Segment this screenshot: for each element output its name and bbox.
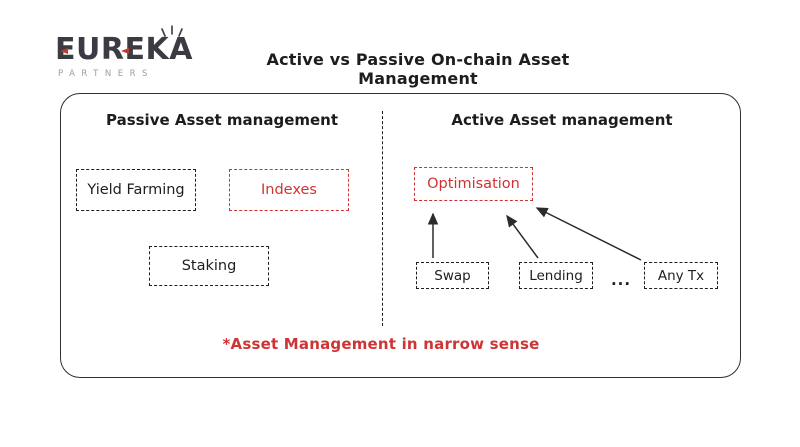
eureka-sparks-icon — [161, 25, 183, 37]
passive-panel-heading: Passive Asset management — [105, 111, 339, 129]
indexes-box: Indexes — [229, 169, 349, 211]
logo-red-accent-icon — [60, 48, 68, 54]
eureka-logo: EUREKA PARTNERS — [55, 25, 195, 79]
logo-red-accent-icon — [121, 48, 129, 54]
more-items-ellipsis: ... — [610, 271, 632, 289]
staking-box: Staking — [149, 246, 269, 286]
panel-divider — [382, 111, 383, 326]
swap-box: Swap — [416, 262, 489, 289]
logo-subtext: PARTNERS — [58, 69, 154, 79]
lending-box: Lending — [519, 262, 593, 289]
arrow-lending-to-optimisation — [506, 214, 539, 259]
arrow-anytx-to-optimisation — [535, 207, 642, 261]
any-tx-box: Any Tx — [644, 262, 718, 289]
logo-wordmark: EUREKA — [55, 25, 195, 67]
optimisation-box: Optimisation — [414, 167, 533, 201]
footnote: *Asset Management in narrow sense — [222, 335, 540, 353]
diagram-canvas: Passive Asset management Active Asset ma… — [60, 93, 741, 378]
yield-farming-box: Yield Farming — [76, 169, 196, 211]
page-title: Active vs Passive On-chain Asset Managem… — [266, 50, 570, 88]
active-panel-heading: Active Asset management — [451, 111, 673, 129]
